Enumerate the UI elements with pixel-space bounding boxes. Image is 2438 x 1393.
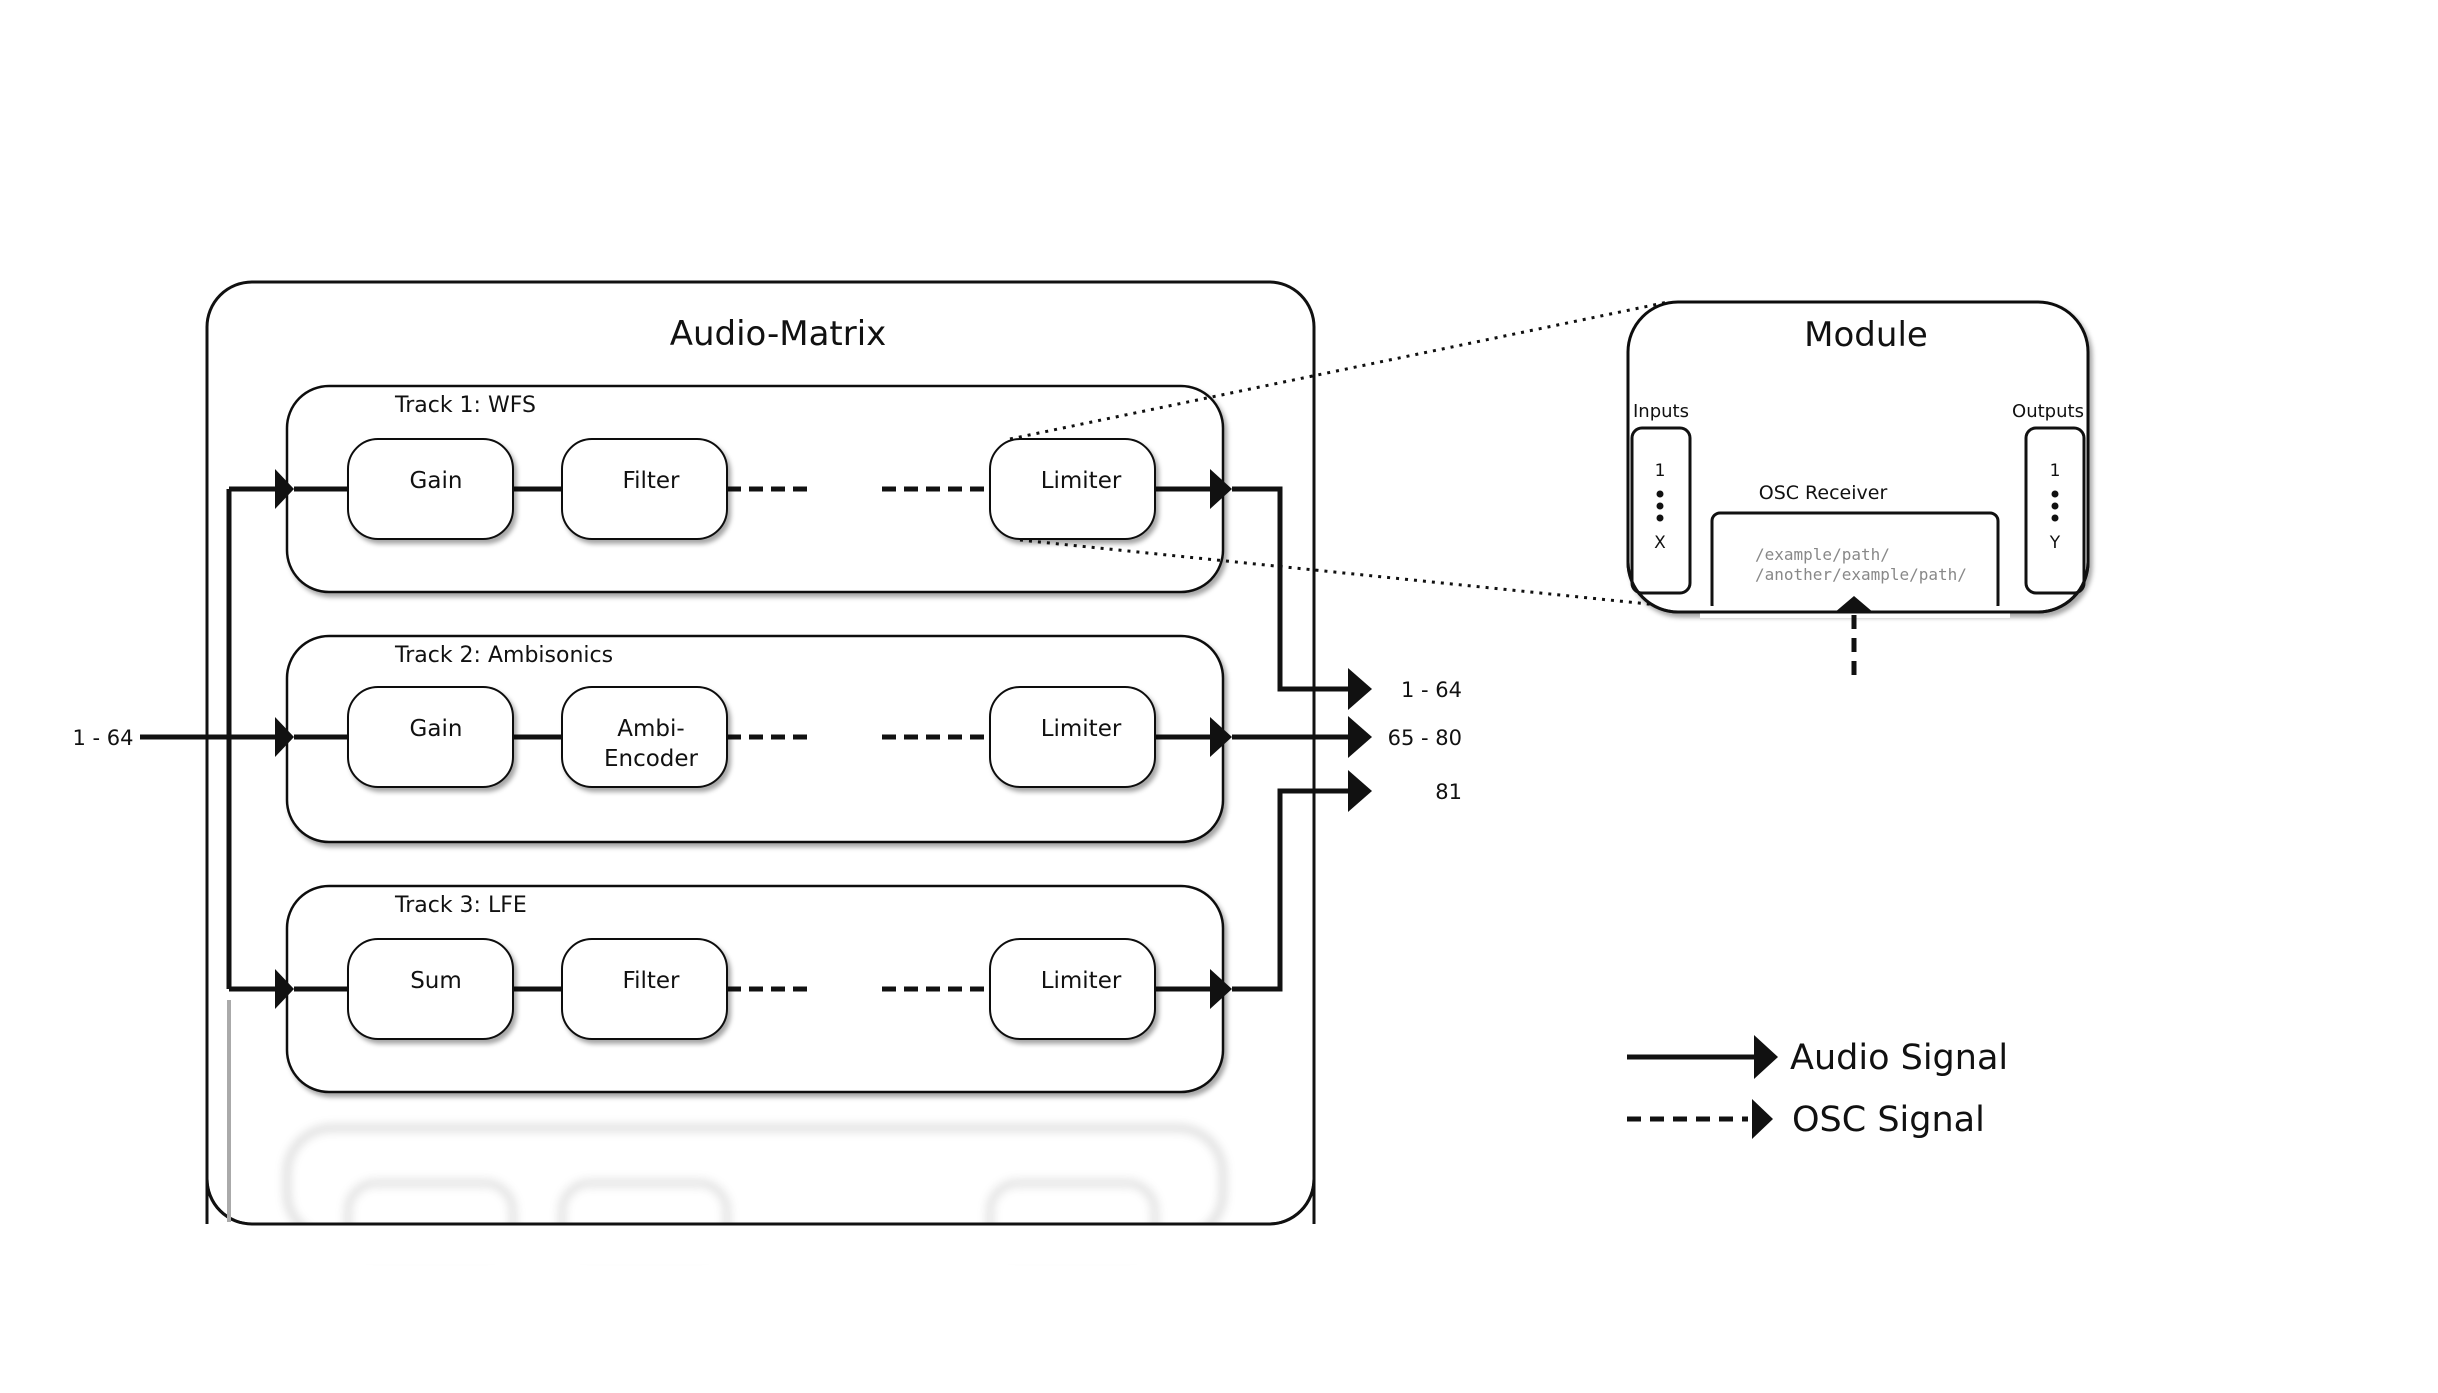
legend-audio: Audio Signal (1627, 1035, 2008, 1079)
output-label-3: 81 (1435, 780, 1462, 804)
output-label-1: 1 - 64 (1401, 678, 1462, 702)
module-label: Filter (623, 468, 681, 494)
module-ambi-encoder[interactable]: Ambi- Encoder (561, 686, 728, 788)
module-label: Limiter (1041, 968, 1122, 994)
track-1: Track 1: WFS Gain Filter Limiter (275, 384, 1232, 594)
track-2-title: Track 2: Ambisonics (394, 643, 613, 668)
zoom-connector-lines (1009, 300, 1669, 608)
track-2-output-arrow (1210, 717, 1232, 757)
inputs-first: 1 (1655, 461, 1666, 481)
track-3: Track 3: LFE Sum Filter Limiter (275, 884, 1232, 1094)
track-2-input-arrow (275, 717, 294, 757)
outputs-label: Outputs (2012, 401, 2084, 422)
track-1-title: Track 1: WFS (394, 393, 536, 418)
track-3-input-arrow (275, 969, 294, 1009)
module-filter[interactable]: Filter (561, 438, 728, 540)
osc-input-arrow (1834, 596, 1874, 613)
module-detail-title: Module (1804, 315, 1928, 355)
input-bus (140, 486, 275, 992)
track-3-title: Track 3: LFE (394, 893, 527, 918)
legend-audio-label: Audio Signal (1790, 1038, 2008, 1078)
output-arrow-1 (1348, 668, 1372, 710)
module-label: Limiter (1041, 468, 1122, 494)
module-sum[interactable]: Sum (347, 938, 514, 1040)
module-label: Gain (410, 468, 463, 494)
osc-receiver-label: OSC Receiver (1759, 482, 1888, 504)
legend: Audio Signal OSC Signal (1627, 1035, 2008, 1140)
module-limiter[interactable]: Limiter (989, 686, 1156, 788)
module-label: Sum (410, 968, 462, 994)
module-detail: Module Inputs 1 X Outputs 1 Y OSC Receiv… (1626, 300, 2090, 680)
output-arrow-2 (1348, 716, 1372, 758)
module-label: Filter (623, 968, 681, 994)
osc-path-2: /another/example/path/ (1755, 565, 1967, 584)
output-routing (1232, 486, 1352, 992)
osc-path-1: /example/path/ (1755, 545, 1890, 564)
module-label: Limiter (1041, 716, 1122, 742)
module-detail-bottom-edge (1626, 561, 2090, 614)
track-3-output-arrow (1210, 969, 1232, 1009)
inputs-last: X (1654, 533, 1666, 553)
module-label: Gain (410, 716, 463, 742)
input-label: 1 - 64 (72, 726, 133, 750)
track-1-output-arrow (1210, 469, 1232, 509)
module-limiter[interactable]: Limiter (989, 938, 1156, 1040)
legend-osc: OSC Signal (1627, 1099, 1985, 1140)
inputs-port-box (1630, 426, 1692, 595)
legend-osc-label: OSC Signal (1792, 1100, 1985, 1140)
output-arrow-3 (1348, 770, 1372, 812)
inputs-label: Inputs (1633, 401, 1689, 422)
module-gain[interactable]: Gain (347, 686, 514, 788)
osc-arrow-icon (1752, 1099, 1773, 1139)
audio-matrix: Audio-Matrix 1 - 64 Track 1: WFS (72, 280, 1462, 1264)
outputs-port-box (2024, 426, 2086, 595)
audio-arrow-icon (1754, 1035, 1778, 1079)
outputs-last: Y (2049, 533, 2061, 553)
module-filter[interactable]: Filter (561, 938, 728, 1040)
module-limiter[interactable]: Limiter (989, 438, 1156, 540)
module-gain[interactable]: Gain (347, 438, 514, 540)
matrix-bottom-mask (205, 1224, 1317, 1264)
module-label-line-2: Encoder (604, 746, 699, 772)
module-label-line-1: Ambi- (617, 716, 684, 742)
track-2: Track 2: Ambisonics Gain Ambi- Encoder (275, 634, 1232, 844)
output-label-2: 65 - 80 (1388, 726, 1462, 750)
outputs-first: 1 (2050, 461, 2061, 481)
outputs-ellipsis-icon (2051, 490, 2059, 522)
inputs-ellipsis-icon (1656, 490, 1664, 522)
audio-matrix-title: Audio-Matrix (670, 314, 887, 354)
track-1-input-arrow (275, 469, 294, 509)
